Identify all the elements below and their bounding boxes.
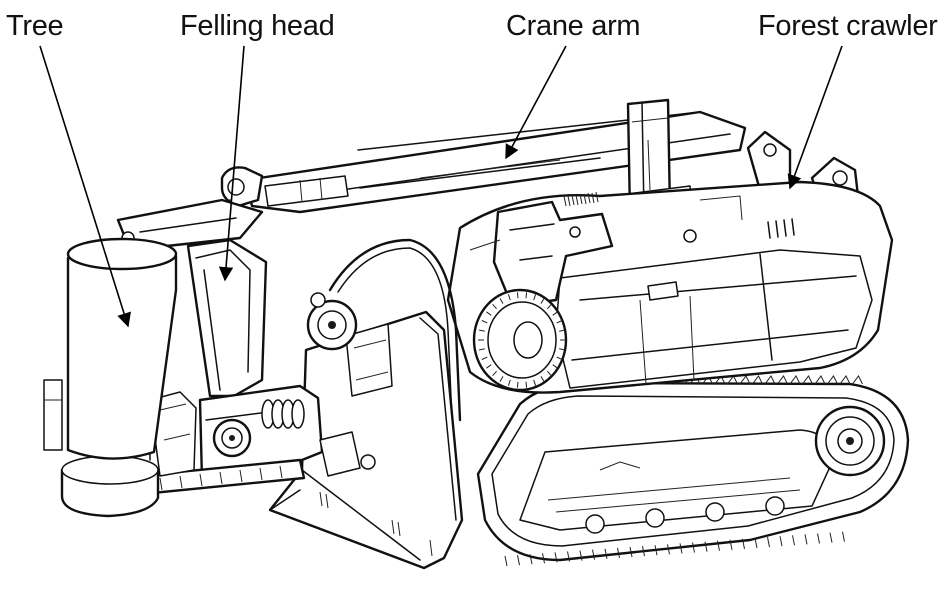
callout-labels: Tree Felling head Crane arm Forest crawl… [6,10,938,42]
label-felling-head: Felling head [180,10,334,42]
leader-forest-crawler [787,45,843,190]
leader-crane-arm [505,45,567,160]
front-blade [268,292,464,570]
label-crane-arm: Crane arm [506,10,640,42]
label-forest-crawler: Forest crawler [758,10,938,42]
label-tree: Tree [6,10,63,42]
crawler-body [328,180,894,422]
leader-lines [39,45,843,328]
tree-stump-drawing [43,237,178,518]
crawler-track [476,375,910,567]
leader-felling-head [218,45,245,282]
leader-tree [39,45,131,328]
felling-head-drawing [116,198,376,498]
